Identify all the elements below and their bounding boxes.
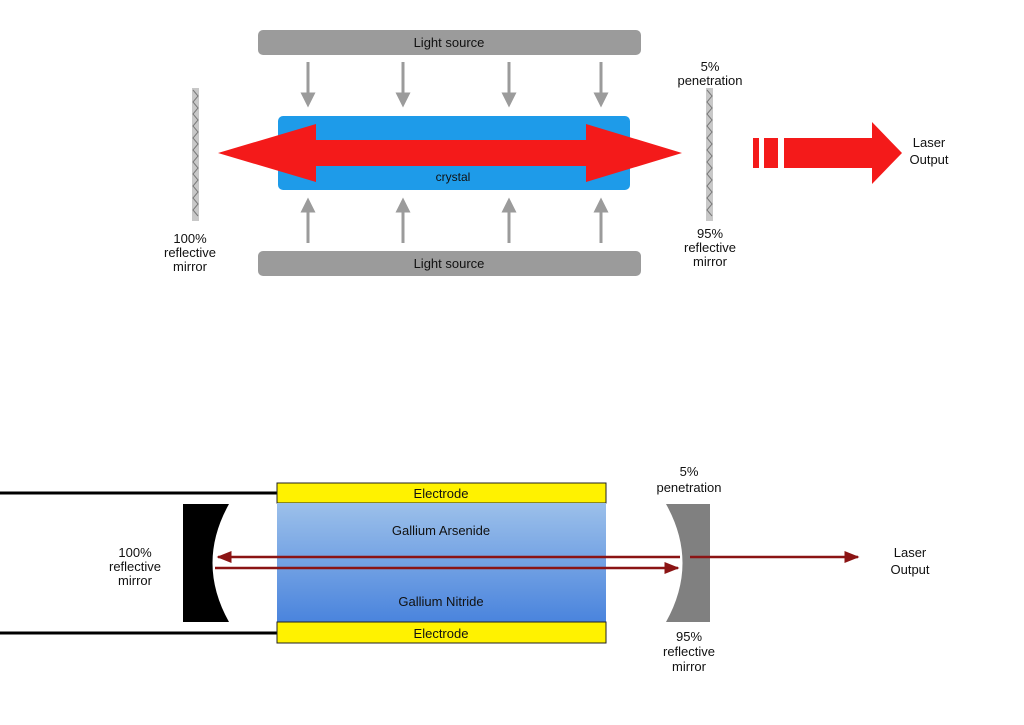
right-mirror2-label-line1: 95% <box>676 629 702 644</box>
laser-output-label-line2: Output <box>909 152 948 167</box>
electrode-top-label: Electrode <box>414 486 469 501</box>
light-source-top-bar <box>258 30 641 55</box>
electrode-bottom-label: Electrode <box>414 626 469 641</box>
pump-arrows-top <box>300 62 609 108</box>
penetration2-label-line2: penetration <box>656 480 721 495</box>
right-mirror-label-line2: reflective <box>684 240 736 255</box>
left-mirror-100-black <box>183 504 229 622</box>
gallium-layers-block <box>277 503 606 622</box>
light-source-top-label: Light source <box>414 35 485 50</box>
crystal-label: crystal <box>436 170 471 184</box>
right-mirror2-label-line3: mirror <box>672 659 707 674</box>
left-mirror-100 <box>192 88 199 221</box>
right-mirror-label-line3: mirror <box>693 254 728 269</box>
electrode-bottom <box>276 621 607 644</box>
left-mirror2-label-line3: mirror <box>118 573 153 588</box>
left-mirror2-label-line2: reflective <box>109 559 161 574</box>
solid-state-laser-diagram: Light source crystal Light source 100 <box>164 30 949 276</box>
penetration2-label-line1: 5% <box>680 464 699 479</box>
left-mirror-label-line1: 100% <box>173 231 207 246</box>
wires <box>0 491 277 635</box>
laser-beams <box>215 551 860 574</box>
laser-output2-label-line2: Output <box>890 562 929 577</box>
gallium-arsenide-label: Gallium Arsenide <box>392 523 490 538</box>
gallium-nitride-label: Gallium Nitride <box>398 594 483 609</box>
penetration-label-line1: 5% <box>701 59 720 74</box>
semiconductor-laser-diagram: Electrode Gallium Arsenide Gallium Nitri… <box>0 464 930 674</box>
left-mirror2-label-line1: 100% <box>118 545 152 560</box>
light-source-bottom-label: Light source <box>414 256 485 271</box>
right-mirror-95 <box>706 88 713 221</box>
laser-output2-label-line1: Laser <box>894 545 927 560</box>
laser-double-arrow <box>218 124 682 182</box>
laser-output-label-line1: Laser <box>913 135 946 150</box>
penetration-label-line2: penetration <box>677 73 742 88</box>
right-mirror-label-line1: 95% <box>697 226 723 241</box>
right-mirror-95-gray <box>666 504 710 622</box>
light-source-bottom-bar <box>258 251 641 276</box>
left-mirror-label-line2: reflective <box>164 245 216 260</box>
laser-output-arrow <box>753 122 902 184</box>
left-mirror-label-line3: mirror <box>173 259 208 274</box>
pump-arrows-bottom <box>300 197 609 243</box>
right-mirror2-label-line2: reflective <box>663 644 715 659</box>
